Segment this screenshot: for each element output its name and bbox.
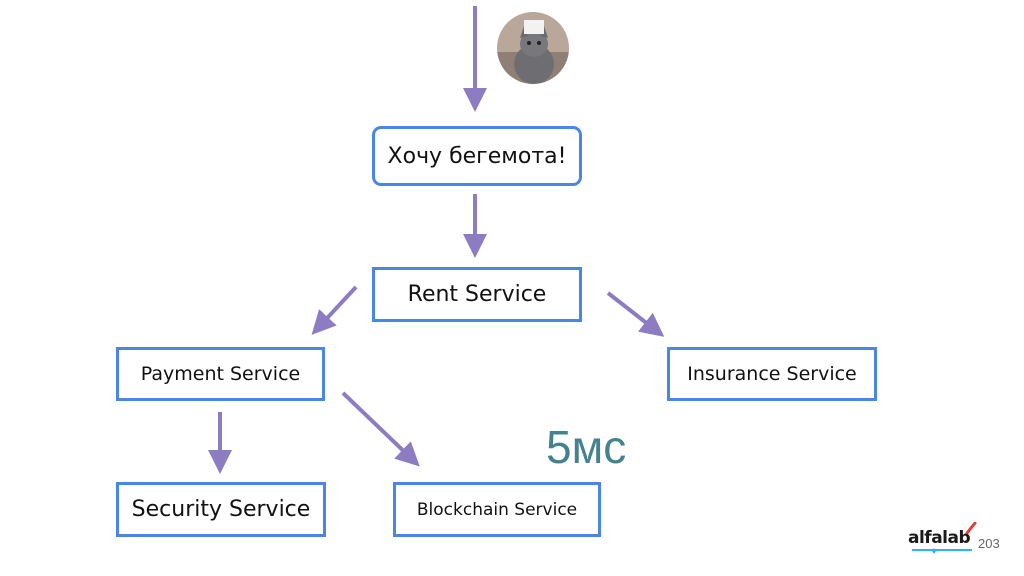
node-security-service: Security Service [116,482,326,537]
logo-slash-icon [965,522,977,534]
node-rent-service: Rent Service [372,267,582,322]
node-want-label: Хочу бегемота! [387,143,567,169]
latency-label: 5мс [546,421,627,473]
alfalab-logo: alfalab [908,522,980,558]
arrow-rent-to-insurance [606,291,665,337]
node-blockchain-label: Blockchain Service [416,499,578,520]
logo-underline-icon [912,548,972,554]
slide-number: 203 [978,536,1000,551]
node-blockchain-service: Blockchain Service [393,482,601,537]
node-insurance-label: Insurance Service [687,363,857,385]
logo-text: alfalab [908,528,971,548]
node-insurance-service: Insurance Service [667,347,877,401]
arrow-payment-to-blockchain [341,391,420,467]
arrow-rent-to-payment [311,285,358,335]
node-payment-service: Payment Service [116,347,325,401]
avatar [497,12,569,84]
node-rent-label: Rent Service [407,282,547,307]
node-payment-label: Payment Service [140,363,301,385]
node-want-hippo: Хочу бегемота! [372,126,582,186]
node-security-label: Security Service [131,497,311,522]
